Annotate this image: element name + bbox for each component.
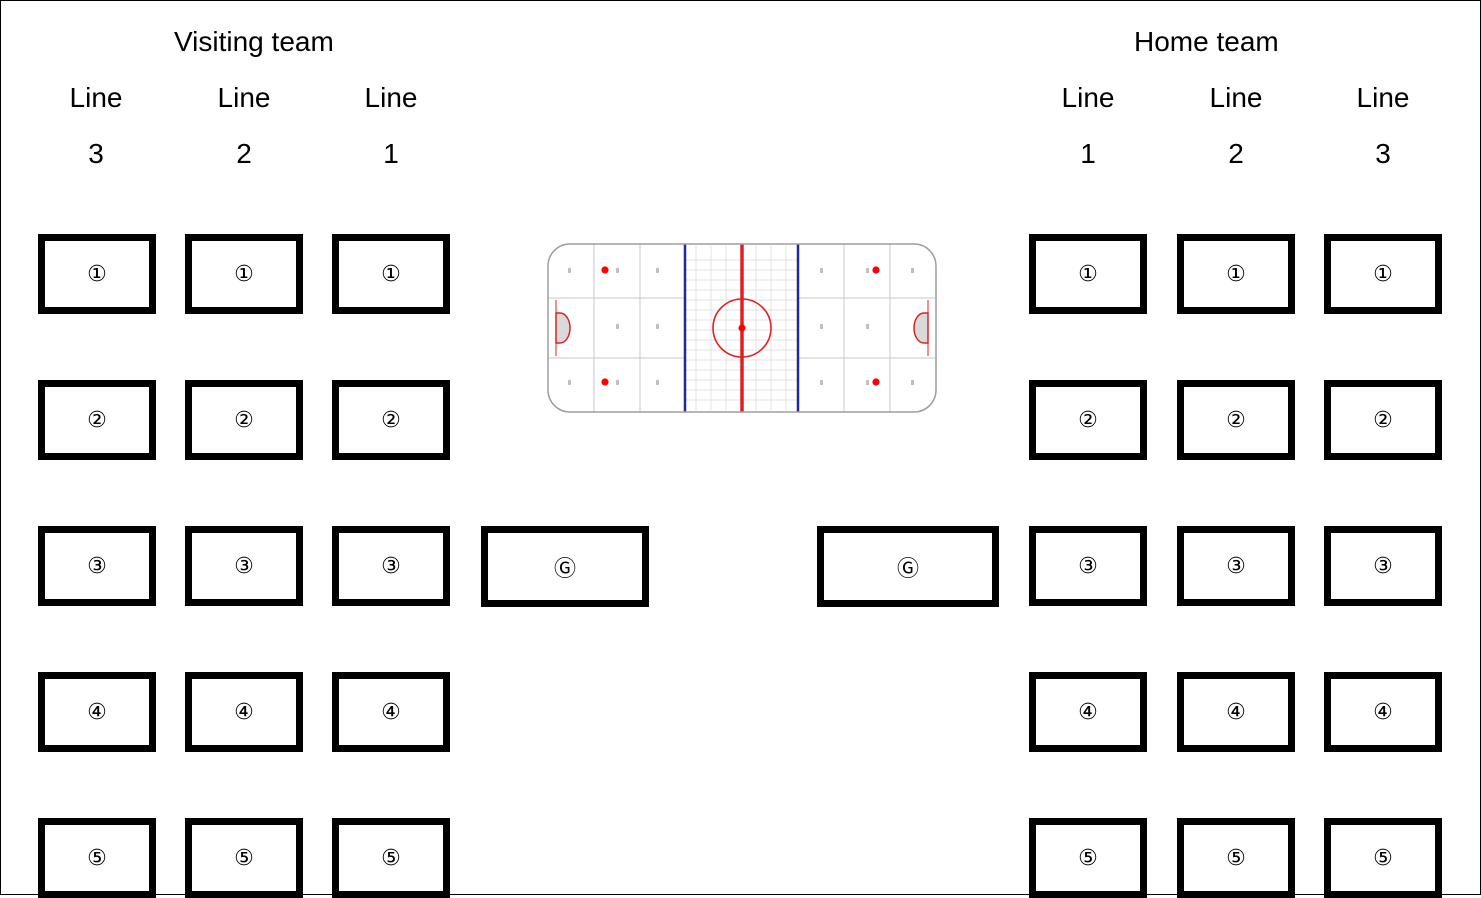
visiting-line-2-slot-2[interactable]: ② xyxy=(185,380,303,460)
line-label: Line xyxy=(1338,70,1428,126)
line-label: Line xyxy=(199,70,289,126)
visiting-line-1-slot-5[interactable]: ⑤ xyxy=(332,818,450,898)
line-number: 3 xyxy=(51,126,141,182)
home-team-title: Home team xyxy=(1134,24,1279,60)
home-line-3-slot-2[interactable]: ② xyxy=(1324,380,1442,460)
home-line-2-slot-2[interactable]: ② xyxy=(1177,380,1295,460)
home-line-1-slot-3[interactable]: ③ xyxy=(1029,526,1147,606)
home-line-1-slot-1[interactable]: ① xyxy=(1029,234,1147,314)
visiting-line-2-slot-4[interactable]: ④ xyxy=(185,672,303,752)
home-line-3-slot-5[interactable]: ⑤ xyxy=(1324,818,1442,898)
faceoff-dot xyxy=(872,378,879,385)
visiting-line-1-slot-4[interactable]: ④ xyxy=(332,672,450,752)
home-line-1-slot-4[interactable]: ④ xyxy=(1029,672,1147,752)
visiting-line-1-slot-3[interactable]: ③ xyxy=(332,526,450,606)
home-goalie-slot[interactable]: Ⓖ xyxy=(817,526,999,607)
line-number: 2 xyxy=(1191,126,1281,182)
faceoff-dot xyxy=(601,266,608,273)
visiting-line-2-slot-3[interactable]: ③ xyxy=(185,526,303,606)
visiting-team-title: Visiting team xyxy=(174,24,334,60)
line-number: 1 xyxy=(1043,126,1133,182)
visiting-line-2-slot-5[interactable]: ⑤ xyxy=(185,818,303,898)
visiting-goalie-slot[interactable]: Ⓖ xyxy=(481,526,649,607)
home-line-2-slot-3[interactable]: ③ xyxy=(1177,526,1295,606)
home-line-2-slot-4[interactable]: ④ xyxy=(1177,672,1295,752)
center-faceoff-dot xyxy=(739,325,746,332)
visiting-line-3-slot-1[interactable]: ① xyxy=(38,234,156,314)
visiting-line-3-slot-5[interactable]: ⑤ xyxy=(38,818,156,898)
visiting-line-3-slot-4[interactable]: ④ xyxy=(38,672,156,752)
right-goal-crease xyxy=(914,300,928,356)
home-line-3-header: Line 3 xyxy=(1338,70,1428,182)
home-line-1-header: Line 1 xyxy=(1043,70,1133,182)
visiting-line-1-header: Line 1 xyxy=(346,70,436,182)
home-line-2-slot-1[interactable]: ① xyxy=(1177,234,1295,314)
visiting-line-3-slot-2[interactable]: ② xyxy=(38,380,156,460)
left-goal-crease xyxy=(556,300,570,356)
line-number: 3 xyxy=(1338,126,1428,182)
line-label: Line xyxy=(346,70,436,126)
home-line-1-slot-2[interactable]: ② xyxy=(1029,380,1147,460)
visiting-line-1-slot-1[interactable]: ① xyxy=(332,234,450,314)
rink-svg xyxy=(546,240,938,416)
home-line-3-slot-4[interactable]: ④ xyxy=(1324,672,1442,752)
line-label: Line xyxy=(1191,70,1281,126)
faceoff-dot xyxy=(872,266,879,273)
home-line-2-slot-5[interactable]: ⑤ xyxy=(1177,818,1295,898)
home-line-3-slot-3[interactable]: ③ xyxy=(1324,526,1442,606)
visiting-line-2-slot-1[interactable]: ① xyxy=(185,234,303,314)
visiting-line-3-slot-3[interactable]: ③ xyxy=(38,526,156,606)
home-line-1-slot-5[interactable]: ⑤ xyxy=(1029,818,1147,898)
line-number: 1 xyxy=(346,126,436,182)
home-line-3-slot-1[interactable]: ① xyxy=(1324,234,1442,314)
visiting-line-3-header: Line 3 xyxy=(51,70,141,182)
visiting-line-2-header: Line 2 xyxy=(199,70,289,182)
visiting-line-1-slot-2[interactable]: ② xyxy=(332,380,450,460)
faceoff-dot xyxy=(601,378,608,385)
line-number: 2 xyxy=(199,126,289,182)
home-line-2-header: Line 2 xyxy=(1191,70,1281,182)
line-label: Line xyxy=(51,70,141,126)
rink-diagram xyxy=(546,240,938,416)
line-label: Line xyxy=(1043,70,1133,126)
